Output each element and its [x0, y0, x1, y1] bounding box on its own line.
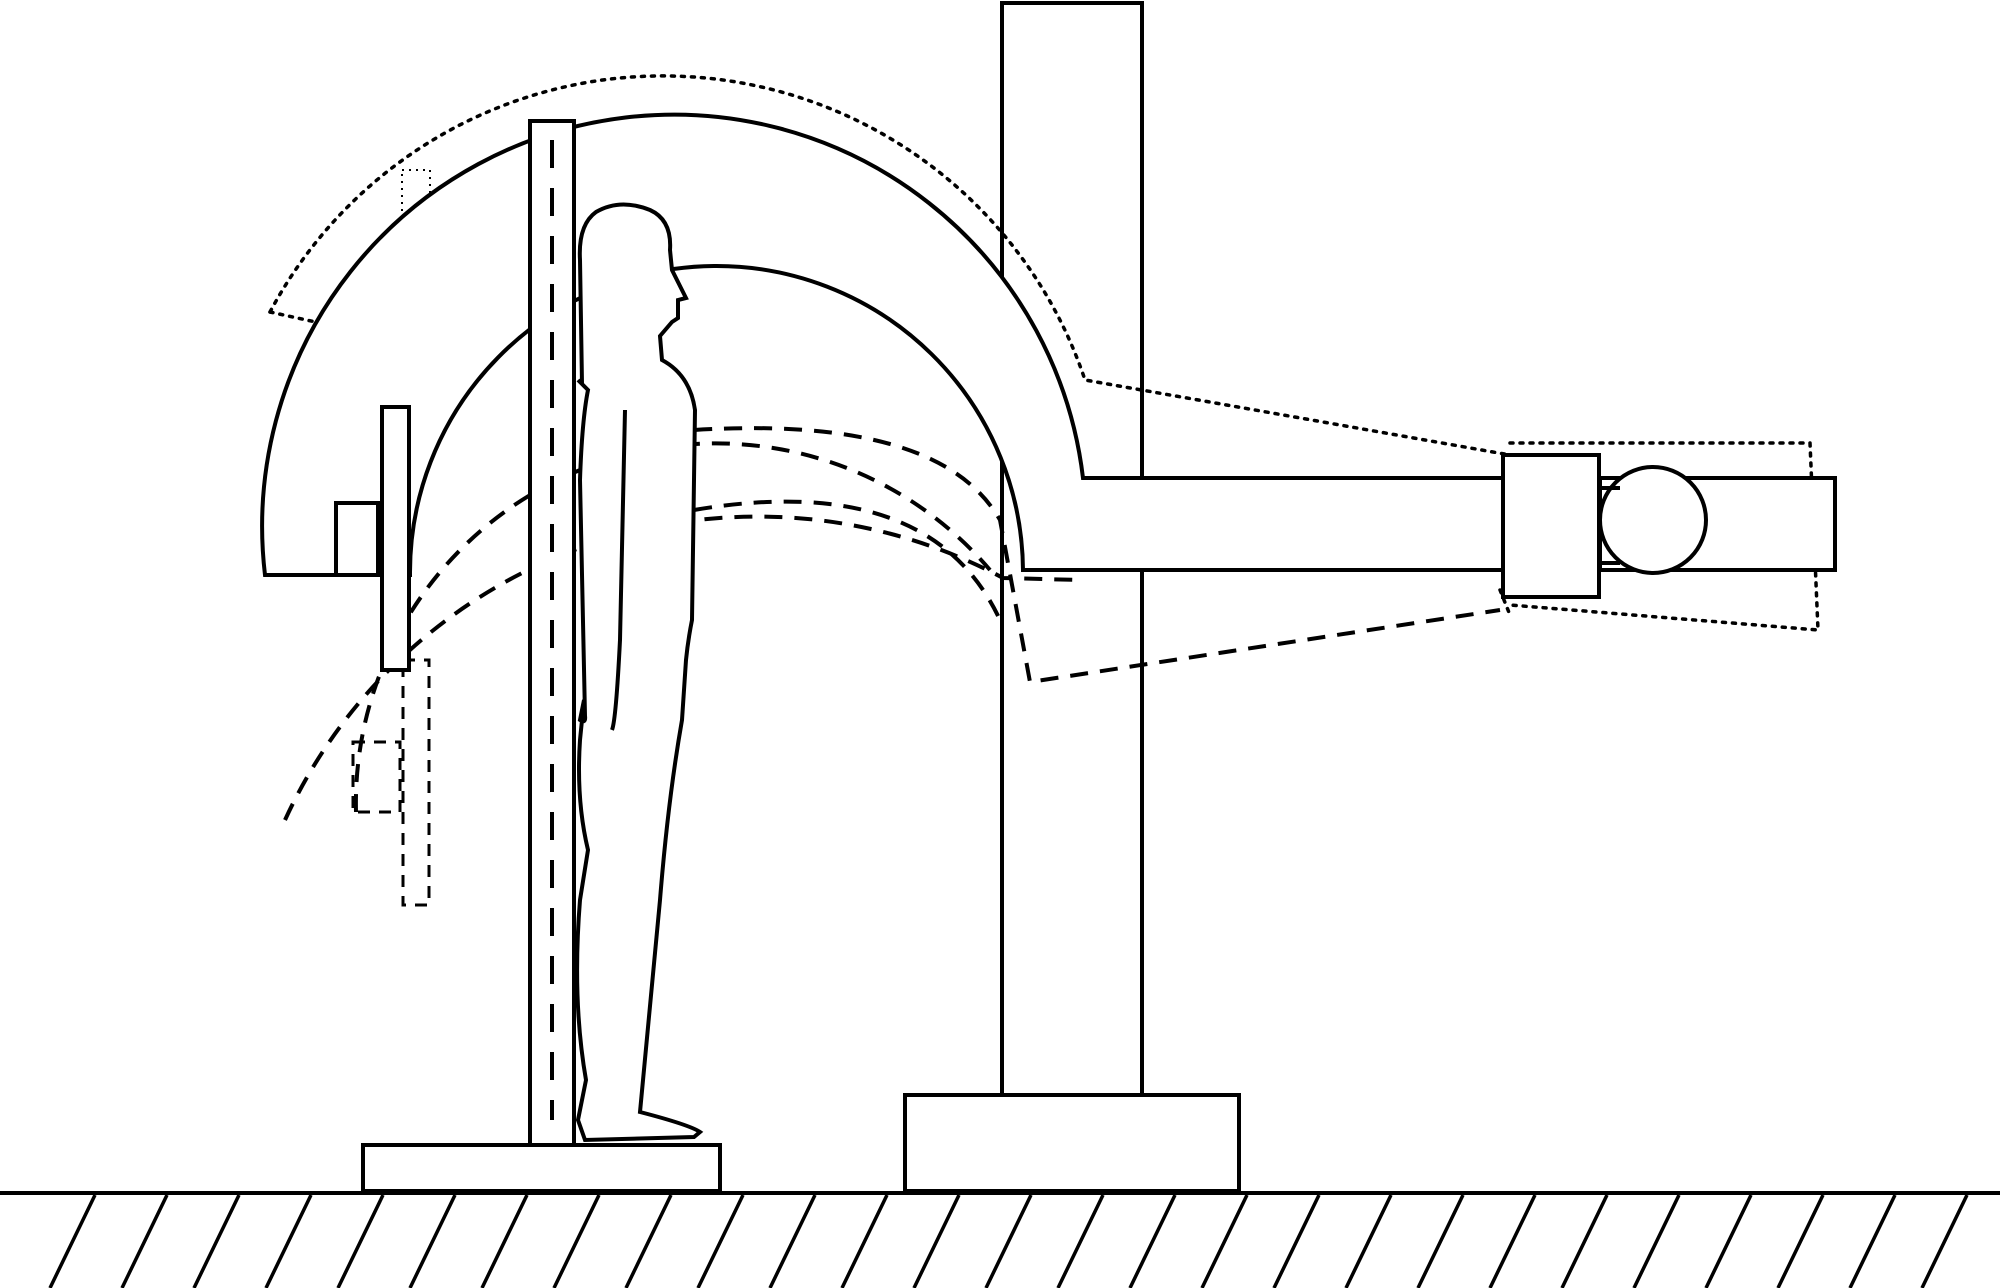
- floor-hatch-line: [624, 1194, 673, 1288]
- x-ray-tube: [1501, 453, 1708, 599]
- floor-hatch-line: [1272, 1194, 1321, 1288]
- detector-box: [334, 501, 380, 577]
- floor-hatch-line: [1056, 1194, 1105, 1288]
- floor-hatch-line: [984, 1194, 1033, 1288]
- floor-hatch-line: [48, 1194, 97, 1288]
- floor-hatch-line: [192, 1194, 241, 1288]
- floor-hatch-line: [120, 1194, 169, 1288]
- floor-hatch-line: [1488, 1194, 1537, 1288]
- floor-hatch-line: [1416, 1194, 1465, 1288]
- floor-hatch-line: [336, 1194, 385, 1288]
- floor-hatch-line: [768, 1194, 817, 1288]
- floor-hatch-line: [1704, 1194, 1753, 1288]
- floor-hatch-line: [1128, 1194, 1177, 1288]
- patient-platform: [361, 1143, 722, 1193]
- floor-hatch-line: [840, 1194, 889, 1288]
- floor: [0, 1191, 2000, 1288]
- floor-hatching: [48, 1194, 1969, 1288]
- floor-hatch-line: [1848, 1194, 1897, 1288]
- floor-hatch-line: [1344, 1194, 1393, 1288]
- column-base: [903, 1093, 1241, 1193]
- c-arm: [260, 112, 1505, 577]
- floor-hatch-line: [1200, 1194, 1249, 1288]
- floor-hatch-line: [480, 1194, 529, 1288]
- floor-hatch-line: [696, 1194, 745, 1288]
- floor-hatch-line: [408, 1194, 457, 1288]
- floor-hatch-line: [912, 1194, 961, 1288]
- vertical-detector-stand: [528, 119, 576, 1147]
- detector-panel: [380, 405, 411, 672]
- floor-hatch-line: [552, 1194, 601, 1288]
- floor-hatch-line: [1920, 1194, 1969, 1288]
- floor-hatch-line: [1632, 1194, 1681, 1288]
- person-arm-outline: [610, 409, 627, 731]
- floor-hatch-line: [1560, 1194, 1609, 1288]
- floor-hatch-line: [1776, 1194, 1825, 1288]
- standing-person: [575, 202, 704, 1143]
- floor-hatch-line: [264, 1194, 313, 1288]
